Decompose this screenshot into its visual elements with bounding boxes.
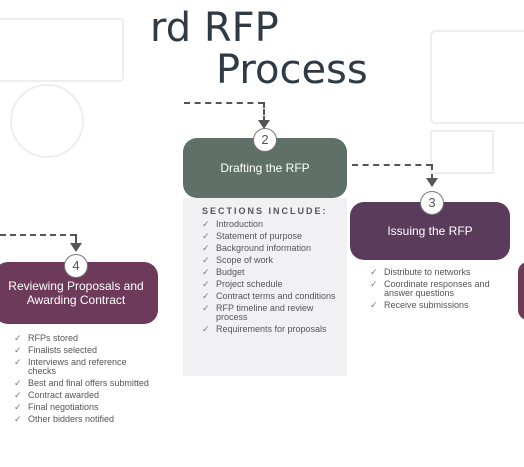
check-icon: ✓ [370,300,378,310]
check-icon: ✓ [14,414,22,424]
connector-line [184,102,264,104]
check-icon: ✓ [202,279,210,289]
list-item: ✓Finalists selected [14,345,98,355]
sections-heading: SECTIONS INCLUDE: [202,206,328,216]
list-item: ✓Project schedule [202,279,283,289]
check-icon: ✓ [14,402,22,412]
step-3-checklist: ✓Distribute to networks ✓Coordinate resp… [370,268,500,313]
connector-line [263,102,265,122]
list-item: ✓Contract awarded [14,390,100,400]
check-icon: ✓ [202,231,210,241]
list-item: ✓Distribute to networks [370,267,471,277]
list-item: ✓RFPs stored [14,333,79,343]
list-item: ✓Budget [202,267,245,277]
step-2-number: 2 [253,128,277,152]
arrow-down-icon [258,120,270,129]
step-2-panel [183,198,347,376]
list-item: ✓Best and final offers submitted [14,378,149,388]
step-5-box-partial [518,262,524,320]
check-icon: ✓ [370,267,378,277]
background-illustration [0,18,124,82]
list-item: ✓Interviews and reference checks [14,357,127,376]
list-item: ✓RFP timeline and review process [202,303,314,322]
list-item: ✓Coordinate responses and answer questio… [370,279,490,298]
step-4-checklist: ✓RFPs stored ✓Finalists selected ✓Interv… [14,334,154,427]
background-illustration [430,30,524,124]
check-icon: ✓ [14,345,22,355]
step-2-label: Drafting the RFP [220,161,310,175]
step-4-number: 4 [64,254,88,278]
check-icon: ✓ [202,255,210,265]
connector-line [352,164,432,166]
list-item: ✓Scope of work [202,255,274,265]
connector-line [0,234,76,236]
list-item: ✓Final negotiations [14,402,99,412]
list-item: ✓Introduction [202,219,264,229]
step-3-number: 3 [420,191,444,215]
check-icon: ✓ [370,279,378,289]
check-icon: ✓ [202,303,210,313]
arrow-down-icon [426,178,438,187]
list-item: ✓Other bidders notified [14,414,115,424]
step-2-checklist: ✓Introduction ✓Statement of purpose ✓Bac… [202,220,342,337]
title-line-1: rd RFP [150,5,279,51]
check-icon: ✓ [202,324,210,334]
step-3-label: Issuing the RFP [387,224,473,238]
list-item: ✓Background information [202,243,312,253]
check-icon: ✓ [202,291,210,301]
check-icon: ✓ [14,390,22,400]
connector-line [431,164,433,180]
background-illustration [10,84,84,158]
list-item: ✓Contract terms and conditions [202,291,336,301]
list-item: ✓Statement of purpose [202,231,303,241]
title-line-2: Process [216,47,368,93]
list-item: ✓Requirements for proposals [202,324,327,334]
step-4-label: Reviewing Proposals and Awarding Contrac… [8,279,144,307]
check-icon: ✓ [14,333,22,343]
background-illustration [430,130,494,174]
check-icon: ✓ [14,378,22,388]
arrow-down-icon [70,243,82,252]
check-icon: ✓ [202,267,210,277]
connector-line [75,234,77,244]
check-icon: ✓ [202,243,210,253]
list-item: ✓Receive submissions [370,300,469,310]
check-icon: ✓ [14,357,22,367]
check-icon: ✓ [202,219,210,229]
